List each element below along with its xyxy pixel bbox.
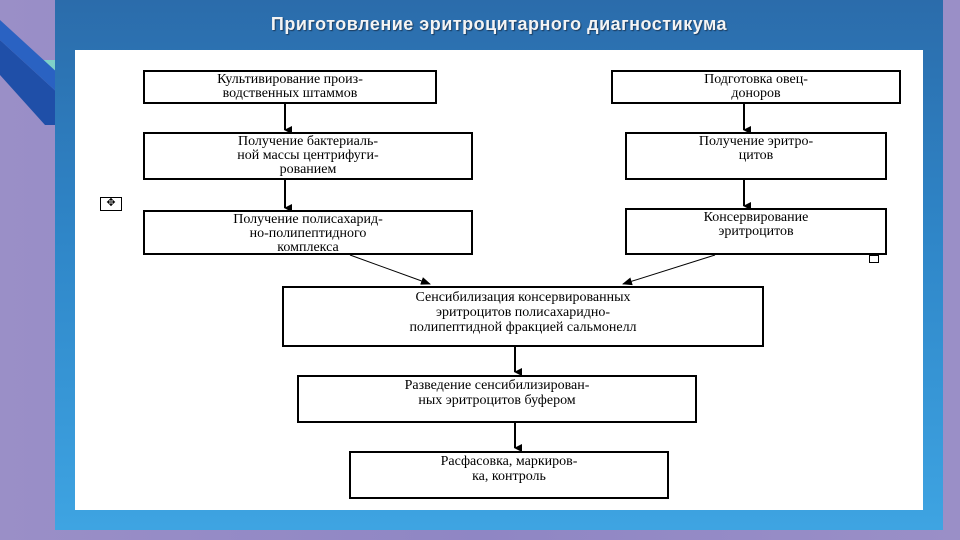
step-erythrocytes: Получение эритро- цитов bbox=[625, 132, 887, 180]
slide-title: Приготовление эритроцитарного диагностик… bbox=[270, 14, 728, 34]
resize-handle-icon[interactable] bbox=[869, 255, 879, 263]
flowchart-panel: ✥ Культивирование произ- водственных шта… bbox=[75, 50, 923, 510]
step-sensitization: Сенсибилизация консервированных эритроци… bbox=[282, 286, 764, 347]
arrow-converge-right bbox=[622, 254, 716, 286]
four-way-arrow-icon[interactable]: ✥ bbox=[100, 197, 122, 211]
flowchart-connectors bbox=[284, 104, 751, 452]
step-dilution: Разведение сенсибилизирован- ных эритроц… bbox=[297, 375, 697, 423]
decorative-corner-stripes bbox=[0, 20, 60, 125]
step-bacterial-mass: Получение бактериаль- ной массы центрифу… bbox=[143, 132, 473, 180]
step-cultivation: Культивирование произ- водственных штамм… bbox=[143, 70, 437, 104]
step-sheep-donors: Подготовка овец- доноров bbox=[611, 70, 901, 104]
step-polysaccharide-complex: Получение полисахарид- но-полипептидного… bbox=[143, 210, 473, 255]
step-packaging: Расфасовка, маркиров- ка, контроль bbox=[349, 451, 669, 499]
step-preservation: Консервирование эритроцитов bbox=[625, 208, 887, 255]
slide-frame: Приготовление эритроцитарного диагностик… bbox=[55, 0, 943, 530]
arrow-converge-left bbox=[349, 254, 431, 285]
